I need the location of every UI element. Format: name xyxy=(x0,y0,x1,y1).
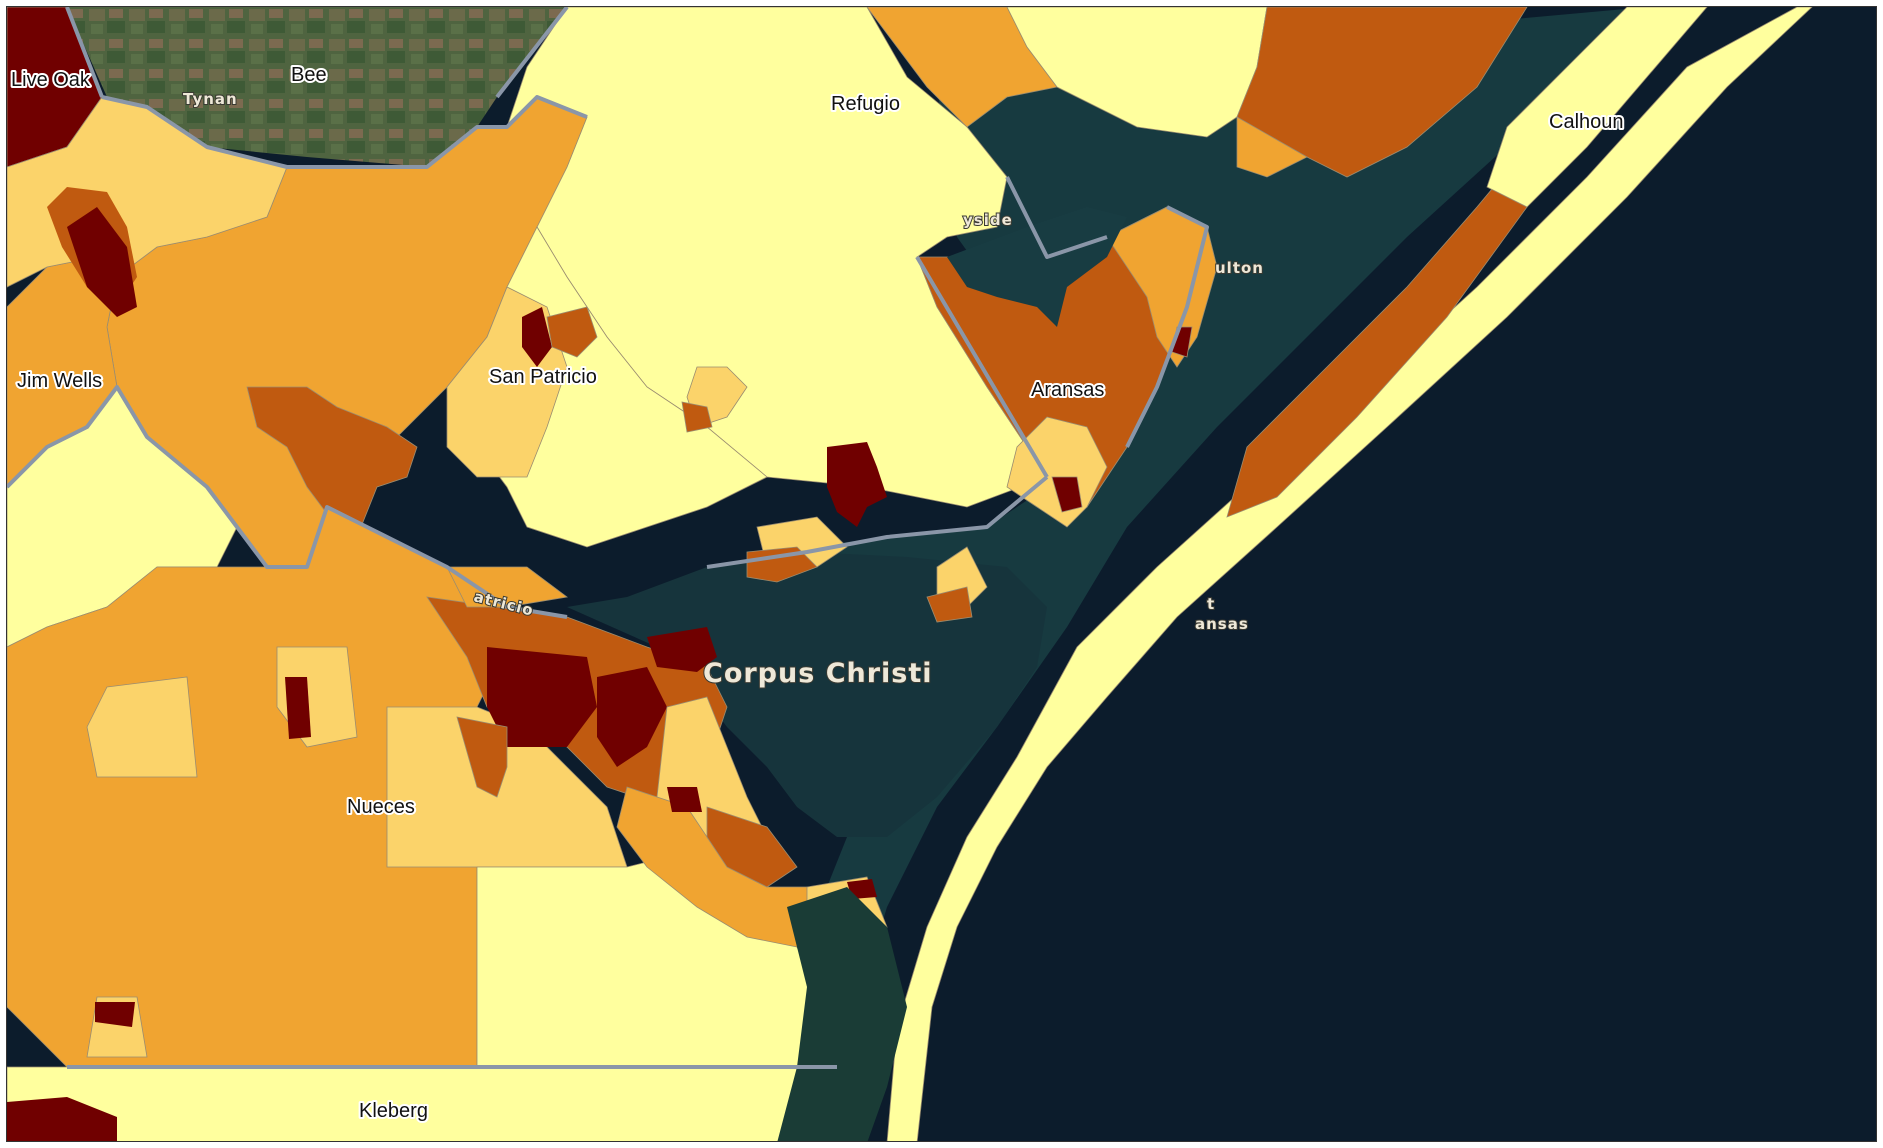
nueces-sw-maroon xyxy=(95,1002,135,1027)
bee-county-satellite xyxy=(67,7,567,167)
laguna-madre xyxy=(777,887,907,1141)
cc-maroon-west xyxy=(487,647,597,747)
place-label-corpus-christi: Corpus Christi xyxy=(703,658,933,689)
county-label-bee: Bee xyxy=(291,64,327,86)
nueces-west-light-orange xyxy=(86,676,198,778)
cc-maroon-south xyxy=(667,787,702,812)
mustang-island xyxy=(886,7,1813,1141)
ingleside-dark xyxy=(926,586,973,623)
county-label-san-patricio: San Patricio xyxy=(489,366,597,388)
map-frame[interactable]: Live Oak Bee Tynan Refugio Calhoun Jim W… xyxy=(6,6,1877,1142)
san-patricio-maroon-tract xyxy=(522,307,552,367)
cc-maroon-north xyxy=(647,627,717,672)
corpus-christi-bay xyxy=(567,552,1047,837)
county-label-kleberg: Kleberg xyxy=(359,1100,428,1122)
calhoun-dark-orange xyxy=(1236,7,1528,178)
calhoun-orange xyxy=(1236,116,1308,178)
place-label-tynan: Tynan xyxy=(183,90,238,108)
refugio-maroon-1 xyxy=(827,442,887,527)
nueces-orange-east xyxy=(446,566,568,608)
county-label-refugio: Refugio xyxy=(831,93,900,115)
kleberg-maroon xyxy=(7,1097,117,1141)
portland-dark xyxy=(746,546,818,583)
matagorda-island xyxy=(1486,7,1708,208)
place-label-port-aransas-1: t xyxy=(1207,595,1215,613)
county-label-calhoun: Calhoun xyxy=(1549,111,1624,133)
county-label-live-oak: Live Oak xyxy=(11,69,91,91)
county-label-aransas: Aransas xyxy=(1031,379,1104,401)
county-label-jim-wells: Jim Wells xyxy=(17,370,102,392)
place-label-port-aransas-2: ansas xyxy=(1195,615,1249,633)
county-boundary-network xyxy=(7,7,1209,1069)
robstown-maroon xyxy=(285,677,311,739)
cc-dark-south xyxy=(706,806,798,888)
place-label-bayside: yside xyxy=(963,211,1013,229)
cc-flour-bluff-maroon xyxy=(847,879,877,899)
taft-dark xyxy=(681,401,713,433)
aransas-maroon xyxy=(1051,476,1083,513)
san-patricio-dark-tract xyxy=(246,386,418,538)
jim-wells-maroon xyxy=(67,207,137,317)
sinton-dark-orange xyxy=(546,306,598,358)
place-label-fulton: ulton xyxy=(1215,259,1264,277)
copano-bay xyxy=(947,207,1127,327)
choropleth-map[interactable]: Live Oak Bee Tynan Refugio Calhoun Jim W… xyxy=(7,7,1877,1142)
cc-maroon-central xyxy=(597,667,667,767)
nueces-dark-east xyxy=(456,716,508,798)
aransas-yellow-tracts xyxy=(1006,416,1108,528)
county-label-nueces: Nueces xyxy=(347,796,415,818)
